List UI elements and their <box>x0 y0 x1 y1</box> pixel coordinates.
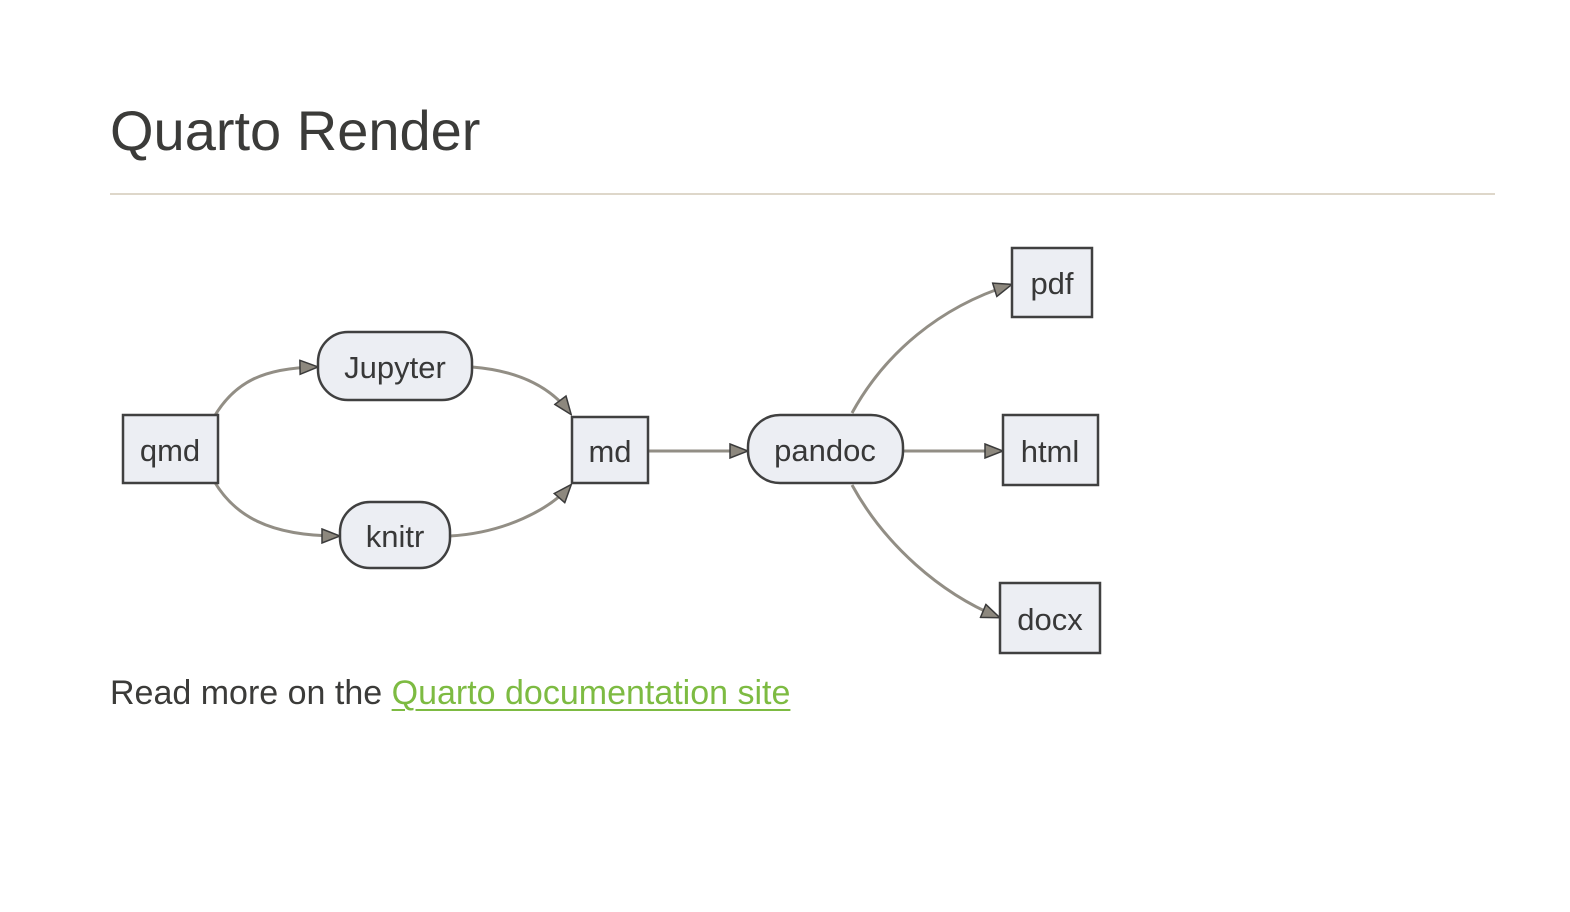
quarto-docs-link[interactable]: Quarto documentation site <box>391 674 791 712</box>
edge-knitr-md <box>449 486 570 538</box>
svg-text:knitr: knitr <box>366 519 425 554</box>
node-html: html <box>1001 413 1100 487</box>
node-pdf: pdf <box>1010 246 1094 319</box>
edge-jupyter-md <box>471 365 570 413</box>
svg-text:html: html <box>1021 434 1080 469</box>
node-knitr: knitr <box>338 500 452 570</box>
read-more-text: Read more on the Quarto documentation si… <box>110 674 790 713</box>
node-jupyter: Jupyter <box>316 330 474 402</box>
node-qmd: qmd <box>121 413 220 485</box>
edge-pandoc-docx <box>850 484 998 617</box>
svg-text:pdf: pdf <box>1030 266 1073 301</box>
svg-text:pandoc: pandoc <box>774 433 876 468</box>
svg-text:md: md <box>588 434 631 469</box>
edge-qmd-jupyter <box>212 367 316 418</box>
node-pandoc: pandoc <box>746 413 905 485</box>
node-md: md <box>570 415 650 485</box>
flowchart-svg: qmd Jupyter knitr md pandoc pdf <box>121 246 1102 655</box>
svg-text:docx: docx <box>1017 602 1083 637</box>
title-divider <box>110 193 1495 195</box>
svg-text:qmd: qmd <box>140 433 200 468</box>
flowchart-diagram: qmd Jupyter knitr md pandoc pdf <box>110 235 1110 665</box>
page-title: Quarto Render <box>110 99 481 162</box>
edge-pandoc-pdf <box>850 285 1010 414</box>
svg-text:Jupyter: Jupyter <box>344 350 446 385</box>
node-docx: docx <box>998 581 1102 655</box>
edge-qmd-knitr <box>212 480 338 536</box>
read-more-prefix: Read more on the <box>110 674 392 712</box>
